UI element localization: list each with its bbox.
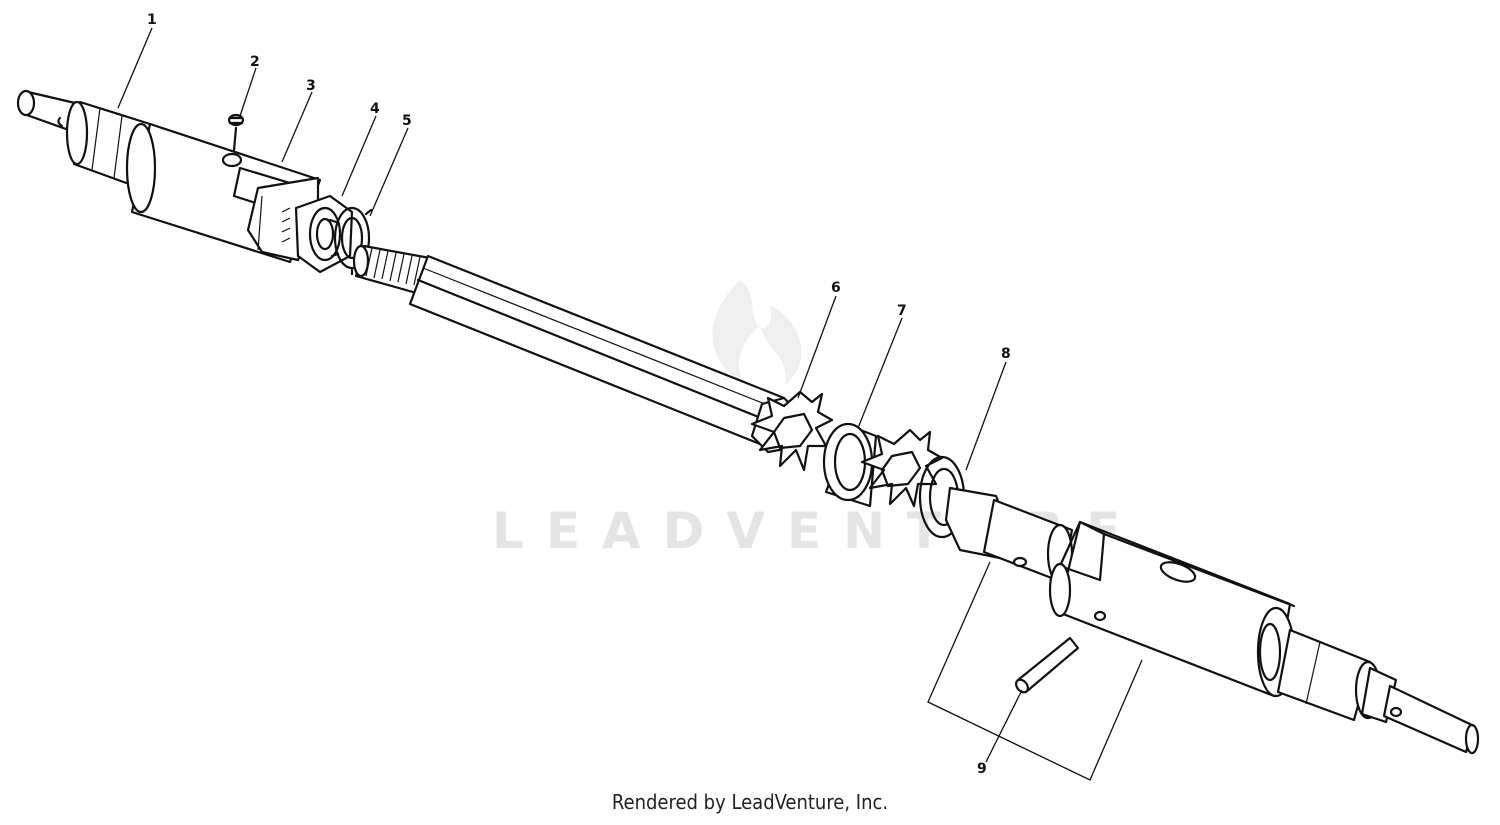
callout-6: 6 xyxy=(831,280,841,296)
part-9-roll-pin xyxy=(1014,636,1080,694)
footer-credit: Rendered by LeadVenture, Inc. xyxy=(611,790,889,814)
part-7-bushing xyxy=(822,422,878,508)
leader-lines xyxy=(117,27,1143,781)
part-6-star-washer-2 xyxy=(860,428,944,508)
callout-5: 5 xyxy=(402,113,412,129)
callout-7: 7 xyxy=(897,303,907,319)
right-shaft-stub xyxy=(1276,628,1480,755)
callout-labels: 1 2 3 4 5 6 7 8 9 xyxy=(147,12,1011,777)
callout-1: 1 xyxy=(147,12,157,28)
callout-8: 8 xyxy=(1001,346,1011,362)
callout-4: 4 xyxy=(370,101,380,117)
callout-3: 3 xyxy=(306,78,316,94)
part-5-lock-washer xyxy=(328,206,373,276)
left-coupling-housing xyxy=(125,122,322,264)
callout-2: 2 xyxy=(250,54,260,70)
right-inner-shaft xyxy=(944,486,1074,585)
part-2-set-screw xyxy=(227,113,245,152)
callout-9: 9 xyxy=(977,761,987,777)
right-coupling-housing xyxy=(1048,520,1296,698)
part-6-star-washer xyxy=(750,390,834,472)
